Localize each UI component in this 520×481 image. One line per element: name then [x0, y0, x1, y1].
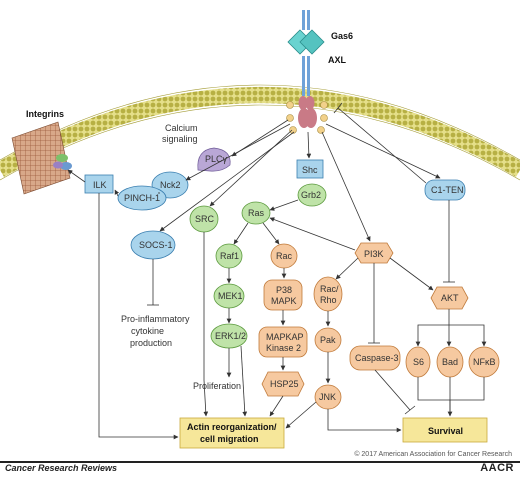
actin-box: [179, 417, 285, 449]
nck2-label: Nck2: [160, 180, 181, 190]
akt-node: [430, 286, 469, 310]
proinflammatory-label-2: cytokine: [131, 326, 164, 336]
integrins-label: Integrins: [26, 109, 64, 119]
arrow-ras-raf1: [233, 222, 249, 245]
akt-label: AKT: [441, 293, 459, 303]
axl-label: AXL: [328, 55, 347, 65]
c1ten-node: [424, 179, 466, 201]
footer-bar: [0, 461, 520, 481]
arrow-axl-src: [209, 129, 293, 207]
p38-label-2: MAPK: [271, 296, 297, 306]
pak-label: Pak: [320, 335, 336, 345]
shc-node: [296, 159, 324, 179]
nfkb-label: NFκB: [473, 357, 496, 367]
inhibit-c1ten-axl: [337, 107, 427, 184]
arrow-ilk-actin: [98, 193, 179, 440]
arrow-axl-socs1: [159, 131, 295, 232]
proinflammatory-label-1: Pro-inflammatory: [121, 314, 190, 324]
plcg-node: [197, 147, 231, 172]
survival-label: Survival: [428, 426, 463, 436]
survival-box: [402, 417, 488, 443]
journal-name: Cancer Research Reviews: [5, 463, 118, 473]
shc-label: Shc: [302, 165, 318, 175]
arrow-axl-pi3k: [321, 131, 371, 242]
racrho-label-2: Rho: [320, 295, 337, 305]
akt-branch: [417, 309, 485, 345]
erk-label: ERK1/2: [215, 331, 246, 341]
membrane-outer-edge: [0, 84, 520, 161]
arrow-jnk-survival: [327, 409, 402, 433]
integrin-complex: [11, 121, 72, 195]
actin-label-2: cell migration: [200, 434, 259, 444]
socs1-label: SOCS-1: [139, 240, 173, 250]
hsp25-node: [261, 371, 305, 397]
p38-label-1: P38: [276, 285, 292, 295]
arrow-pi3k-racrho: [335, 257, 359, 280]
c1ten-label: C1-TEN: [431, 185, 464, 195]
ras-node: [241, 201, 271, 225]
actin-label-1: Actin reorganization/: [187, 422, 277, 432]
arrow-axl-c1ten: [325, 123, 441, 179]
inhibit-c1ten-axl-bar: [333, 102, 343, 114]
arrow-ilk-integrin: [67, 169, 86, 183]
mapkap-label-1: MAPKAP: [266, 332, 304, 342]
arrow-pinch1-ilk: [114, 189, 120, 197]
proliferation-label: Proliferation: [193, 381, 241, 391]
racrho-label-1: Rac/: [320, 284, 339, 294]
arrow-axl-shc: [306, 131, 312, 159]
proinflammatory-label-3: production: [130, 338, 172, 348]
arrow-grb2-ras: [269, 199, 299, 211]
pinch1-label: PINCH-1: [124, 193, 160, 203]
calcium-label-2: signaling: [162, 134, 198, 144]
copyright-notice: © 2017 American Association for Cancer R…: [354, 451, 512, 458]
arrow-erk-actin: [240, 345, 248, 417]
racrho-node: [313, 276, 343, 312]
arrows: [67, 102, 487, 440]
arrow-ras-rac: [262, 222, 280, 245]
arrow-src-actin: [203, 232, 209, 417]
src-label: SRC: [195, 214, 215, 224]
raf1-label: Raf1: [220, 251, 239, 261]
rac-label: Rac: [276, 251, 293, 261]
ilk-label: ILK: [93, 180, 107, 190]
arrow-hsp25-actin: [269, 395, 284, 417]
mek1-label: MEK1: [218, 291, 243, 301]
mapkap-label-2: Kinase 2: [266, 343, 301, 353]
inhibit-caspase-survival: [374, 369, 411, 411]
ras-label: Ras: [248, 208, 265, 218]
pi3k-label: PI3K: [364, 249, 384, 259]
jnk-label: JNK: [319, 392, 336, 402]
pinch1-node: [117, 185, 167, 211]
arrow-jnk-actin: [285, 401, 317, 429]
grb2-node: [297, 183, 327, 207]
gas6-label: Gas6: [331, 31, 353, 41]
grb2-label: Grb2: [301, 190, 321, 200]
s6-label: S6: [413, 357, 424, 367]
calcium-label-1: Calcium: [165, 123, 198, 133]
plcg-label: PLCγ: [205, 154, 228, 164]
caspase3-label: Caspase-3: [355, 353, 399, 363]
inhibit-caspase-survival-bar: [404, 405, 416, 415]
akt-targets-join: [417, 377, 485, 416]
pi3k-node: [354, 242, 394, 264]
axl-receptor: [286, 10, 328, 134]
arrow-pi3k-akt: [389, 257, 434, 291]
cell-membrane: [0, 87, 520, 177]
membrane-inner-edge: [0, 104, 520, 181]
arrow-pi3k-ras: [269, 217, 356, 251]
publisher-logo: AACR: [480, 462, 514, 474]
hsp25-label: HSP25: [270, 379, 299, 389]
arrow-axl-nck2: [185, 123, 291, 181]
bad-label: Bad: [442, 357, 458, 367]
